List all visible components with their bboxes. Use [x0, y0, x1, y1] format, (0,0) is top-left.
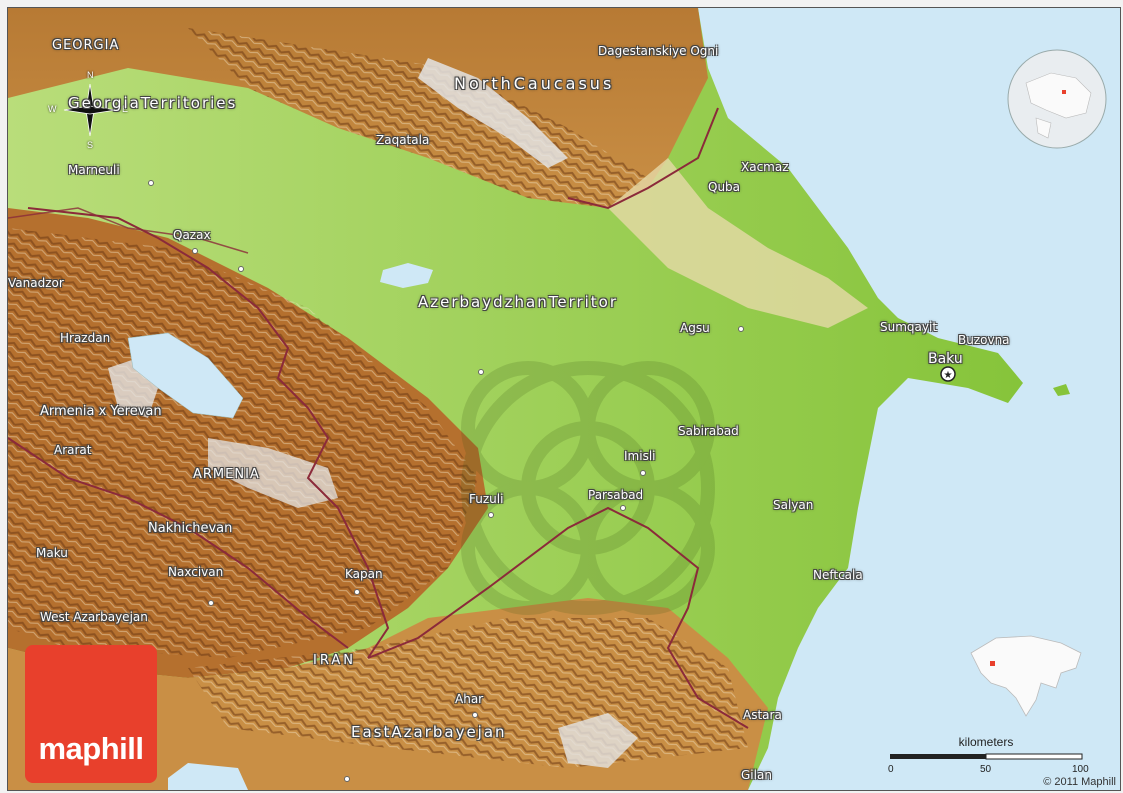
label-iran: IRAN	[313, 653, 356, 668]
compass-e: E	[122, 104, 129, 114]
scale-tick-0: 0	[888, 764, 894, 775]
lake-sevan	[127, 332, 244, 419]
svg-text:★: ★	[944, 370, 953, 381]
lesser-caucasus-ridges	[8, 228, 478, 658]
globe-locator	[1007, 49, 1107, 149]
city-dot	[208, 600, 214, 606]
label-vanadzor: Vanadzor	[8, 276, 64, 290]
compass-rose: N S W E	[48, 70, 128, 150]
label-nakhichevan: Nakhichevan	[148, 521, 233, 536]
label-azerbaydzhan-territor: AzerbaydzhanTerritor	[418, 293, 619, 311]
label-parsabad: Parsabad	[588, 488, 644, 502]
label-salyan: Salyan	[773, 498, 814, 512]
label-north-caucasus: NorthCaucasus	[454, 74, 615, 93]
lake-urmia-edge	[168, 763, 248, 790]
mingachevir-reservoir	[380, 263, 433, 288]
city-dot	[148, 180, 154, 186]
label-georgia: GEORGIA	[52, 38, 120, 53]
scale-tick-50: 50	[980, 764, 992, 775]
border-armenia-azerbaijan	[27, 207, 390, 659]
absheron-tip	[1053, 384, 1070, 396]
copyright: © 2011 Maphill	[1043, 776, 1116, 788]
label-hrazdan: Hrazdan	[60, 331, 111, 345]
label-east-azarbayejan: EastAzarbayejan	[351, 723, 507, 741]
label-qazax: Qazax	[173, 228, 211, 242]
label-gilan: Gilan	[741, 768, 772, 782]
city-dot	[620, 505, 626, 511]
logo-text: maphill	[38, 731, 144, 766]
label-georgia-territories: GeorgiaTerritories	[68, 94, 238, 112]
label-agsu: Agsu	[680, 321, 710, 335]
label-baku: Baku	[928, 351, 963, 367]
city-dot	[354, 589, 360, 595]
label-sabirabad: Sabirabad	[678, 424, 739, 438]
scale-tick-100: 100	[1072, 764, 1089, 775]
foothills	[608, 158, 868, 328]
border-iran-azerbaijan	[367, 506, 749, 729]
label-fuzuli: Fuzuli	[469, 492, 504, 506]
city-dot	[472, 712, 478, 718]
sahand-snow	[558, 713, 638, 768]
label-buzovna: Buzovna	[958, 333, 1010, 347]
city-dot	[488, 512, 494, 518]
label-ahar: Ahar	[455, 692, 484, 706]
city-dot	[478, 369, 484, 375]
label-kapan: Kapan	[345, 567, 383, 581]
city-dot	[640, 470, 646, 476]
label-imisli: Imisli	[624, 449, 656, 463]
label-west-azarbayejan: West Azarbayejan	[40, 610, 148, 624]
compass-w: W	[48, 104, 57, 114]
city-dot	[738, 326, 744, 332]
label-maku: Maku	[36, 546, 68, 560]
label-naxcivan: Naxcivan	[168, 565, 224, 579]
greater-caucasus-ridges	[188, 28, 648, 208]
label-armenia-yerevan: Armenia x Yerevan	[40, 404, 162, 419]
label-xacmaz: Xacmaz	[741, 160, 789, 174]
capital-marker[interactable]: ★	[940, 366, 956, 382]
label-dagestanskiye-ogni: Dagestanskiye Ogni	[598, 44, 719, 58]
maphill-logo[interactable]: maphill	[25, 645, 157, 783]
label-neftcala: Neftcala	[813, 568, 863, 582]
border-georgia	[8, 207, 249, 254]
terrain-map[interactable]: ★	[8, 8, 1120, 790]
label-sumqayit: Sumqayit	[880, 320, 938, 334]
border-nakhchivan	[8, 437, 349, 649]
armenia-snow	[208, 438, 338, 508]
label-zaqatala: Zaqatala	[376, 133, 430, 147]
city-dot	[238, 266, 244, 272]
city-dot	[344, 776, 350, 782]
city-dot	[192, 248, 198, 254]
label-marneuli: Marneuli	[68, 163, 120, 177]
compass-n: N	[87, 70, 94, 80]
border-azerbaijan-russia	[567, 107, 719, 210]
scale-unit: kilometers	[958, 735, 1014, 749]
label-ararat: Ararat	[54, 443, 92, 457]
compass-s: S	[87, 140, 94, 150]
greater-caucasus-snow	[418, 58, 568, 168]
label-quba: Quba	[708, 180, 741, 194]
watermark-lotus	[461, 361, 715, 615]
label-astara: Astara	[743, 708, 782, 722]
inset-asia	[970, 635, 1082, 717]
scale-bar: kilometers 0 50 100	[886, 730, 1089, 776]
map-frame: ★ N S W E GEORGIA GeorgiaTerritories Nor…	[7, 7, 1121, 791]
label-armenia: ARMENIA	[193, 467, 260, 482]
